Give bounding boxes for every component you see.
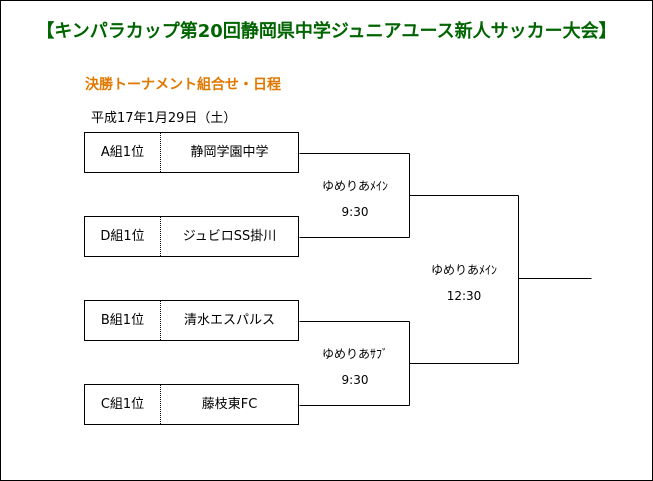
match-venue: ゆめりあﾒｲﾝ [430, 263, 497, 277]
team-slot-b1: B組1位 清水エスパルス [84, 300, 299, 341]
team-rank: B組1位 [85, 301, 161, 340]
team-name: ジュビロSS掛川 [182, 229, 277, 244]
match-time: 12:30 [446, 289, 482, 303]
team-rank: D組1位 [85, 217, 161, 256]
match-time: 9:30 [341, 205, 369, 219]
semifinal-1-label: ゆめりあﾒｲﾝ 9:30 [301, 173, 409, 225]
team-slot-c1: C組1位 藤枝東FC [84, 384, 299, 425]
team-name: 藤枝東FC [201, 397, 258, 412]
team-rank: A組1位 [85, 133, 161, 172]
event-date: 平成17年1月29日（土） [91, 111, 237, 126]
team-name: 清水エスパルス [183, 313, 275, 328]
team-slot-a1: A組1位 静岡学園中学 [84, 132, 299, 173]
team-name: 静岡学園中学 [190, 145, 269, 160]
final-label: ゆめりあﾒｲﾝ 12:30 [411, 257, 517, 309]
semifinal-2-label: ゆめりあｻﾌﾞ 9:30 [301, 341, 409, 393]
page-title: 【キンパラカップ第20回静岡県中学ジュニアユース新人サッカー大会】 [36, 21, 617, 42]
section-subtitle: 決勝トーナメント組合せ・日程 [85, 77, 281, 93]
match-venue: ゆめりあﾒｲﾝ [321, 179, 388, 193]
team-rank: C組1位 [85, 385, 161, 424]
team-slot-d1: D組1位 ジュビロSS掛川 [84, 216, 299, 257]
match-venue: ゆめりあｻﾌﾞ [321, 347, 388, 361]
match-time: 9:30 [341, 373, 369, 387]
